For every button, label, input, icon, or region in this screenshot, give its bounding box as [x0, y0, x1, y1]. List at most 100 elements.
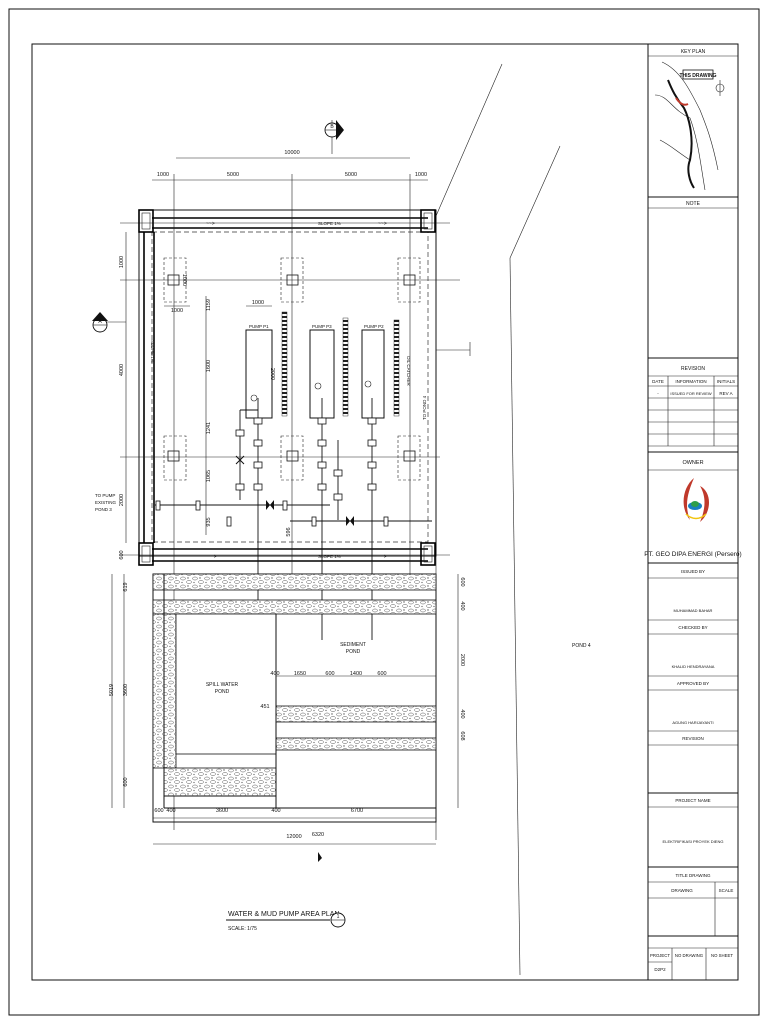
- dim-left-3: 2000: [119, 494, 125, 506]
- approved-by-label: APPROVED BY: [677, 681, 709, 686]
- dim-lower-right-2: 400: [459, 601, 465, 610]
- detail-number: 1: [337, 914, 340, 920]
- pump-p3-label: PUMP P3: [312, 324, 332, 329]
- to-pump-line2: EXISTING: [95, 500, 117, 505]
- dim-inner-1: 1159: [206, 299, 212, 311]
- svg-text:~~>: ~~>: [208, 554, 217, 560]
- rev-col-initials: INITIALS: [717, 379, 735, 384]
- dim-bottom-1: 600: [154, 808, 163, 814]
- project-label: PROJECT: [650, 953, 670, 958]
- dim-bottom-3: 3600: [216, 808, 228, 814]
- dim-misc-2: 1000: [252, 300, 264, 306]
- section-a-label: A: [98, 319, 102, 325]
- slope-top-label: SLOPE 1%: [318, 221, 341, 226]
- dim-lower-right-1: 600: [459, 577, 465, 586]
- dim-lower-left-1: 619: [123, 582, 129, 591]
- dim-top-1: 1000: [157, 172, 169, 178]
- key-plan-label: KEY PLAN: [681, 49, 706, 55]
- pump-p1-label: PUMP P1: [249, 324, 269, 329]
- dim-inner-4: 1065: [206, 470, 212, 482]
- rev-row-info: ISSUED FOR REVIEW: [670, 391, 712, 396]
- this-drawing-label: THIS DRAWING: [680, 73, 717, 79]
- section-marker-a: A: [92, 312, 471, 356]
- rev-col-date: DATE: [652, 379, 664, 384]
- dim-lower-right-5: 608: [459, 731, 465, 740]
- dim-top-4: 1000: [415, 172, 427, 178]
- key-plan-map: THIS DRAWING: [654, 61, 725, 191]
- sediment-pond-line2: POND: [346, 649, 361, 655]
- inner-border: [31, 43, 739, 981]
- dim-pond-1: 400: [270, 671, 279, 677]
- drawing-title: WATER & MUD PUMP AREA PLAN: [228, 911, 340, 918]
- dim-lower-left-4: 600: [123, 777, 129, 786]
- dim-bottom-total-2: 6320: [312, 832, 324, 838]
- project-code: D2P2: [654, 967, 666, 972]
- dim-bottom-5: 6700: [351, 808, 363, 814]
- project-name-label: PROJECT NAME: [675, 798, 710, 803]
- to-pump-line1: TO PUMP: [95, 493, 115, 498]
- dim-top-total: 10000: [284, 150, 299, 156]
- owner-label: OWNER: [682, 460, 703, 466]
- approved-by-name: AGUNG HARIJAYANTI: [672, 720, 713, 725]
- revision-label-2: REVISION: [682, 736, 704, 741]
- dim-pond-2: 1650: [294, 671, 306, 677]
- pond-label: POND 4: [572, 643, 591, 649]
- dim-lower-left-3: 3600: [123, 684, 129, 696]
- dim-lower-right-3: 2000: [459, 654, 465, 666]
- dim-left-1: 1000: [119, 256, 125, 268]
- rev-col-info: INFORMATION: [675, 379, 706, 384]
- dim-lower-right-4: 400: [459, 709, 465, 718]
- to-pump-line3: POND 3: [95, 507, 112, 512]
- dim-pond-3: 600: [325, 671, 334, 677]
- dim-pond-misc: 451: [260, 704, 269, 710]
- drawing-title-block: WATER & MUD PUMP AREA PLAN SCALE: 1/75 1: [226, 911, 346, 932]
- issued-by-label: ISSUED BY: [681, 569, 705, 574]
- checked-by-name: KHALID HENDRAYANA: [672, 664, 715, 669]
- scale-label: SCALE: [719, 888, 734, 893]
- title-drawing-label: TITLE DRAWING: [675, 873, 711, 878]
- dim-left-4: 600: [119, 550, 125, 559]
- svg-text:~~>: ~~>: [378, 554, 387, 560]
- rev-row-initials: REV A: [719, 391, 732, 396]
- pump-p2-label: PUMP P2: [364, 324, 384, 329]
- company-logo: [683, 478, 709, 522]
- rev-row-date: -: [657, 391, 659, 396]
- dim-top-3: 5000: [345, 172, 357, 178]
- dim-inner-2: 1600: [206, 360, 212, 372]
- owner-name: PT. GEO DIPA ENERGI (Persero): [644, 551, 741, 558]
- dim-bottom-2: 400: [166, 808, 175, 814]
- section-marker-b: B: [324, 120, 344, 154]
- dim-misc-5: 596: [286, 527, 292, 536]
- dim-misc-4: 2000: [269, 368, 275, 380]
- sediment-pond-line1: SEDIMENT: [340, 642, 366, 648]
- issued-by-name: MUHAMMAD BAHAR: [674, 608, 713, 613]
- drawing-scale: SCALE: 1/75: [228, 926, 257, 932]
- ponds: SPILL WATER POND SEDIMENT POND: [152, 573, 437, 823]
- svg-text:~~>: ~~>: [206, 221, 215, 227]
- note-label: NOTE: [686, 201, 701, 207]
- pump-area: SLOPE 1% ~~> ~~> SLOPE 1% ~~> ~~> SLOPE …: [95, 174, 460, 830]
- spill-water-pond-line2: POND: [215, 689, 230, 695]
- dim-pond-5: 600: [377, 671, 386, 677]
- dim-bottom-total: 12000: [286, 834, 301, 840]
- checked-by-label: CHECKED BY: [678, 625, 707, 630]
- dim-misc-3: 1000: [181, 274, 187, 286]
- drawing-label: DRAWING: [671, 888, 693, 893]
- section-marker-bottom: [318, 852, 322, 862]
- dim-misc-1: 1000: [171, 308, 183, 314]
- dim-left-2: 4000: [119, 364, 125, 376]
- dim-lower-left-2: 5019: [109, 684, 115, 696]
- slope-left-label: SLOPE 1%: [150, 340, 155, 363]
- dim-inner-5: 935: [206, 517, 212, 526]
- oil-catcher-label: OIL CATCHER: [406, 356, 411, 387]
- spill-water-pond-line1: SPILL WATER: [206, 682, 239, 688]
- no-drawing-label: NO DRAWING: [675, 953, 704, 958]
- dim-pond-4: 1400: [350, 671, 362, 677]
- section-b-label: B: [330, 124, 334, 130]
- svg-text:~~>: ~~>: [378, 221, 387, 227]
- to-pond-label: TO POND 4: [422, 395, 427, 420]
- revision-label: REVISION: [681, 366, 705, 372]
- dim-top-2: 5000: [227, 172, 239, 178]
- title-block: KEY PLAN THIS DRAWING NOTE REVISION DATE…: [644, 44, 742, 980]
